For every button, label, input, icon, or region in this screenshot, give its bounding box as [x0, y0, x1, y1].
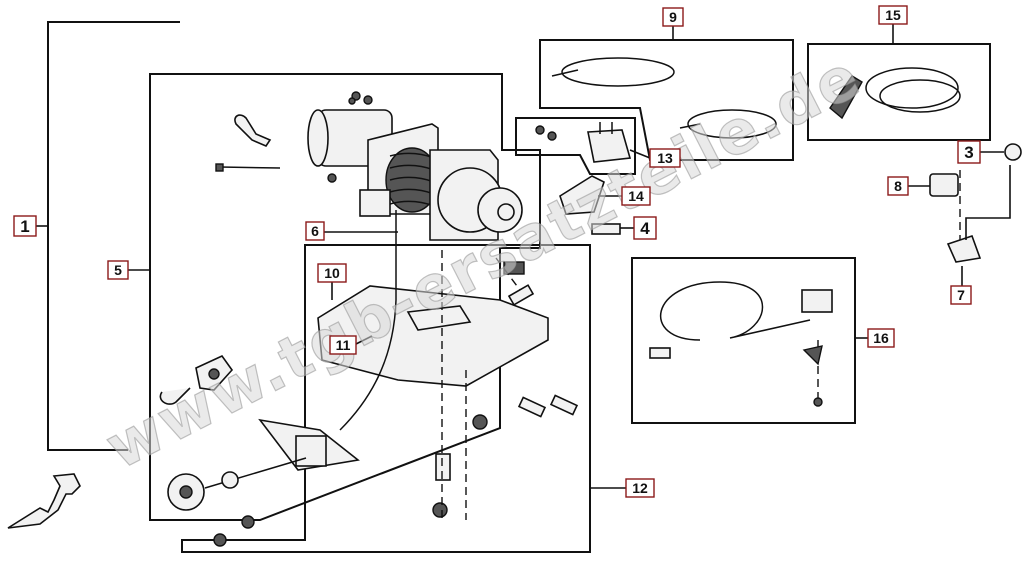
bracket-7 [946, 234, 982, 263]
callout-4: 4 [633, 216, 657, 240]
callout-13-label: 13 [657, 150, 673, 166]
bolt-1 [517, 396, 547, 418]
callout-5: 5 [107, 260, 129, 280]
callout-15: 15 [878, 5, 908, 25]
callout-4-label: 4 [640, 219, 650, 238]
screw-16 [813, 397, 823, 407]
callout-7-label: 7 [957, 287, 965, 303]
frame-16 [631, 257, 856, 424]
cable-tie-part [219, 166, 281, 169]
roller-arm [204, 457, 307, 489]
cable-15b [879, 79, 961, 113]
nut-2 [432, 502, 448, 518]
screw-3 [1004, 143, 1022, 161]
hook-part [159, 354, 234, 405]
cable-15a [865, 67, 959, 109]
nut-1 [472, 414, 488, 430]
callout-9-label: 9 [669, 9, 677, 25]
bolt-2 [549, 394, 579, 416]
bracket-14 [559, 175, 605, 215]
winch-motor-icon [307, 91, 523, 241]
callout-13: 13 [649, 148, 681, 168]
frame-13 [515, 117, 636, 175]
callout-3-label: 3 [964, 143, 973, 162]
carriage-block [295, 435, 327, 467]
callout-16-label: 16 [873, 330, 889, 346]
assembly-line-3 [495, 257, 521, 291]
callout-6: 6 [305, 221, 325, 241]
screw-13a [535, 125, 545, 135]
clamp-15 [829, 75, 863, 120]
cable-9b-lead [679, 123, 701, 129]
lead-13 [629, 149, 651, 159]
solenoid-part [587, 129, 632, 163]
cable-9b [687, 109, 777, 139]
cable-9a [561, 57, 675, 87]
callout-10-label: 10 [324, 265, 340, 281]
connector-16a [649, 347, 671, 359]
callout-12-label: 12 [632, 480, 648, 496]
switch-16 [801, 289, 833, 313]
mounting-plate [317, 285, 549, 387]
frame-12 [181, 244, 591, 553]
bolt-4-part [591, 223, 621, 235]
cable-clamp [221, 471, 239, 489]
winch-cable [339, 210, 397, 431]
bolt-3 [435, 453, 451, 481]
clip-16 [802, 345, 823, 366]
callout-8-label: 8 [894, 178, 902, 194]
callout-3: 3 [957, 140, 981, 164]
callout-11-label: 11 [336, 337, 351, 353]
bolt-part [348, 97, 356, 105]
front-direction-arrow-icon [7, 473, 81, 529]
callout-7: 7 [950, 285, 972, 305]
callout-15-label: 15 [885, 7, 901, 23]
lead-7-link [965, 165, 1011, 240]
callout-6-label: 6 [311, 223, 319, 239]
frame-15 [807, 43, 991, 141]
callout-14: 14 [621, 186, 651, 206]
block-8 [929, 173, 959, 197]
callout-12: 12 [625, 478, 655, 498]
callout-1-label: 1 [20, 217, 29, 236]
frame-5 [149, 73, 541, 521]
cable-16 [659, 281, 811, 341]
hook-strap-part [234, 114, 272, 147]
callout-16: 16 [867, 328, 895, 348]
callout-8: 8 [887, 176, 909, 196]
screw-13b [547, 131, 557, 141]
callout-14-label: 14 [628, 188, 644, 204]
callout-5-label: 5 [114, 262, 122, 278]
cable-9a-lead [551, 69, 579, 77]
frame-1-bracket [47, 21, 180, 451]
callout-10: 10 [317, 263, 347, 283]
lead-11 [355, 335, 373, 345]
roller-hub [179, 485, 193, 499]
callout-1: 1 [13, 215, 37, 237]
nut-4 [241, 515, 255, 529]
callout-11: 11 [329, 335, 357, 355]
cable-tie-head [215, 163, 224, 172]
bolt-4 [507, 284, 535, 306]
switch-mount [503, 261, 525, 275]
callout-9: 9 [662, 7, 684, 27]
nut-3 [213, 533, 227, 547]
